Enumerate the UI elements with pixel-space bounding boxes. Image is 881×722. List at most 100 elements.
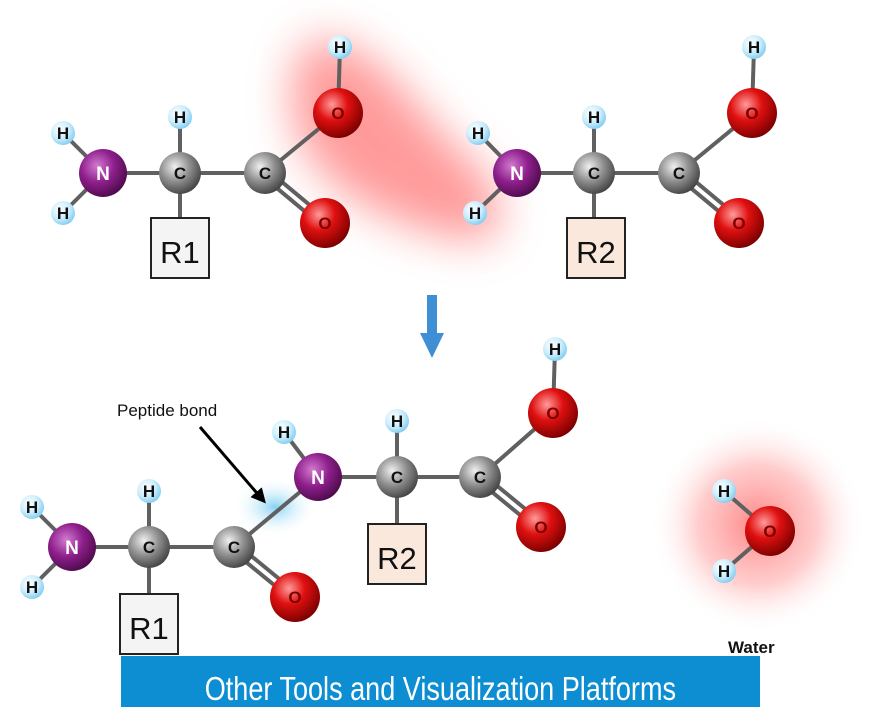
atom-symbol: O — [318, 214, 331, 233]
atom-sphere — [328, 35, 352, 59]
peptide-bond-label: Peptide bond — [117, 401, 217, 420]
atom-symbol: C — [391, 468, 403, 487]
atom-sphere — [714, 198, 764, 248]
atom-c: C — [128, 526, 170, 568]
atom-sphere — [745, 506, 795, 556]
atom-n: N — [79, 149, 127, 197]
atom-sphere — [294, 453, 342, 501]
atom-symbol: H — [469, 204, 481, 223]
atom-sphere — [466, 121, 490, 145]
atom-h: H — [168, 105, 192, 129]
atom-sphere — [213, 526, 255, 568]
atom-sphere — [727, 88, 777, 138]
atom-symbol: H — [174, 108, 186, 127]
atom-sphere — [573, 152, 615, 194]
atom-c: C — [376, 456, 418, 498]
atom-sphere — [270, 572, 320, 622]
r2-label-bottom: R2 — [377, 541, 417, 576]
atom-sphere — [79, 149, 127, 197]
atom-sphere — [376, 456, 418, 498]
atom-symbol: H — [278, 423, 290, 442]
atom-o: O — [516, 502, 566, 552]
atom-h: H — [466, 121, 490, 145]
peptide-bond-pointer — [198, 426, 266, 504]
r2-box-top: R2 — [566, 217, 626, 279]
atom-symbol: C — [588, 164, 600, 183]
r2-box-bottom: R2 — [367, 523, 427, 585]
atom-sphere — [543, 337, 567, 361]
atom-h: H — [385, 409, 409, 433]
atom-symbol: H — [26, 498, 38, 517]
atom-symbol: H — [26, 578, 38, 597]
water-label: Water — [728, 638, 775, 657]
atom-symbol: C — [174, 164, 186, 183]
atom-o: O — [528, 388, 578, 438]
atom-sphere — [159, 152, 201, 194]
atom-h: H — [20, 575, 44, 599]
atom-sphere — [48, 523, 96, 571]
atom-c: C — [459, 456, 501, 498]
r1-label-bottom: R1 — [129, 611, 169, 646]
atom-n: N — [48, 523, 96, 571]
atom-symbol: H — [391, 412, 403, 431]
atom-h: H — [463, 201, 487, 225]
atom-symbol: H — [57, 204, 69, 223]
atom-symbol: H — [143, 482, 155, 501]
atom-symbol: C — [474, 468, 486, 487]
atom-o: O — [300, 198, 350, 248]
atom-sphere — [137, 479, 161, 503]
atom-symbol: N — [65, 538, 79, 559]
atom-symbol: O — [745, 104, 758, 123]
atom-sphere — [272, 420, 296, 444]
r1-label-top: R1 — [160, 235, 200, 270]
atom-n: N — [493, 149, 541, 197]
atom-sphere — [658, 152, 700, 194]
atom-symbol: O — [288, 588, 301, 607]
atom-symbol: H — [334, 38, 346, 57]
atom-symbol: H — [718, 482, 730, 501]
atom-h: H — [51, 201, 75, 225]
atom-o: O — [313, 88, 363, 138]
atom-symbol: O — [546, 404, 559, 423]
atom-c: C — [213, 526, 255, 568]
atom-sphere — [313, 88, 363, 138]
r1-box-bottom: R1 — [119, 593, 179, 655]
atom-sphere — [168, 105, 192, 129]
atom-symbol: H — [549, 340, 561, 359]
atom-sphere — [300, 198, 350, 248]
atom-symbol: N — [96, 164, 110, 185]
atom-sphere — [712, 479, 736, 503]
r2-label-top: R2 — [576, 235, 616, 270]
atom-sphere — [712, 559, 736, 583]
title-banner: Other Tools and Visualization Platforms — [121, 656, 760, 707]
atom-sphere — [20, 495, 44, 519]
atom-sphere — [244, 152, 286, 194]
atom-c: C — [573, 152, 615, 194]
atom-symbol: O — [732, 214, 745, 233]
atom-c: C — [658, 152, 700, 194]
atom-h: H — [742, 35, 766, 59]
atom-sphere — [128, 526, 170, 568]
atom-symbol: C — [673, 164, 685, 183]
atom-sphere — [582, 105, 606, 129]
atom-h: H — [51, 121, 75, 145]
atom-sphere — [385, 409, 409, 433]
banner-title: Other Tools and Visualization Platforms — [204, 670, 677, 707]
atom-h: H — [328, 35, 352, 59]
atom-symbol: O — [331, 104, 344, 123]
atom-symbol: H — [718, 562, 730, 581]
atom-sphere — [528, 388, 578, 438]
atom-symbol: H — [748, 38, 760, 57]
atom-h: H — [712, 559, 736, 583]
atom-sphere — [51, 201, 75, 225]
atom-symbol: C — [143, 538, 155, 557]
atom-sphere — [459, 456, 501, 498]
atom-symbol: H — [588, 108, 600, 127]
atom-h: H — [137, 479, 161, 503]
atom-h: H — [582, 105, 606, 129]
atom-c: C — [159, 152, 201, 194]
atom-symbol: H — [57, 124, 69, 143]
atom-symbol: C — [228, 538, 240, 557]
